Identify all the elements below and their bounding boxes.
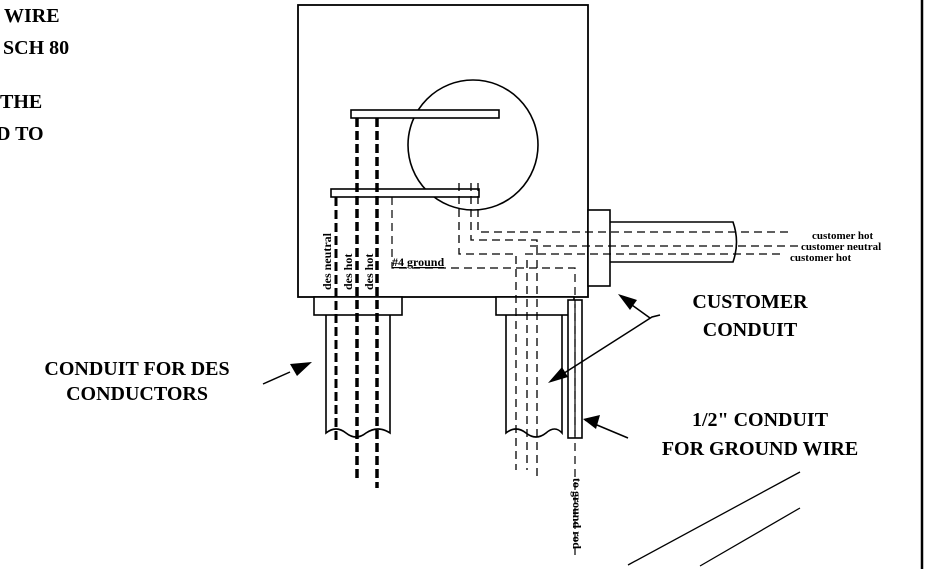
- leader-lines: [262, 304, 661, 439]
- meter-enclosure: [297, 4, 589, 298]
- customer-conduit-callout-line-2: CONDUIT: [703, 319, 798, 341]
- note-line-1: WIRE: [4, 5, 60, 27]
- des-conduit-callout-line-1: CONDUIT FOR DES: [44, 358, 229, 380]
- des-hot-label-1: des hot: [341, 254, 355, 290]
- customer-conduit-hub: [495, 296, 575, 316]
- ground-conduit-callout-line-2: FOR GROUND WIRE: [662, 438, 858, 460]
- upper-bus-bar: [350, 109, 500, 119]
- customer-hot-bottom-label: customer hot: [790, 252, 852, 264]
- des-conduit-callout-line-2: CONDUCTORS: [66, 383, 208, 405]
- ground-wire: [391, 197, 576, 560]
- des-neutral-label: des neutral: [320, 232, 334, 290]
- note-line-3: THE: [0, 91, 42, 113]
- customer-neutral-label: customer neutral: [801, 241, 881, 253]
- ground-conduit-arrowhead: [583, 415, 600, 429]
- customer-side-conduit: [610, 221, 738, 263]
- side-hub: [587, 209, 611, 287]
- to-ground-rod-label: to ground rod: [570, 478, 584, 549]
- ground-conduit-callout-line-1: 1/2" CONDUIT: [692, 409, 829, 431]
- note-line-2: SCH 80: [3, 37, 69, 59]
- hub-arrowhead: [618, 294, 637, 310]
- lower-bus-bar: [330, 188, 480, 198]
- customer-hot-top-label: customer hot: [812, 230, 874, 242]
- customer-conduit-arrowhead: [548, 367, 568, 383]
- meter-socket-circle: [407, 79, 539, 211]
- customer-conduit-callout-line-1: CUSTOMER: [692, 291, 808, 313]
- ground-wire-label: #4 ground: [392, 255, 444, 269]
- note-line-4: D TO: [0, 123, 44, 145]
- arrowheads: [290, 294, 637, 429]
- customer-conductors: [458, 183, 800, 480]
- hatch-lines: [627, 471, 801, 567]
- des-hot-label-2: des hot: [362, 254, 376, 290]
- customer-conduit: [505, 315, 563, 438]
- des-conduit-arrowhead: [290, 362, 312, 376]
